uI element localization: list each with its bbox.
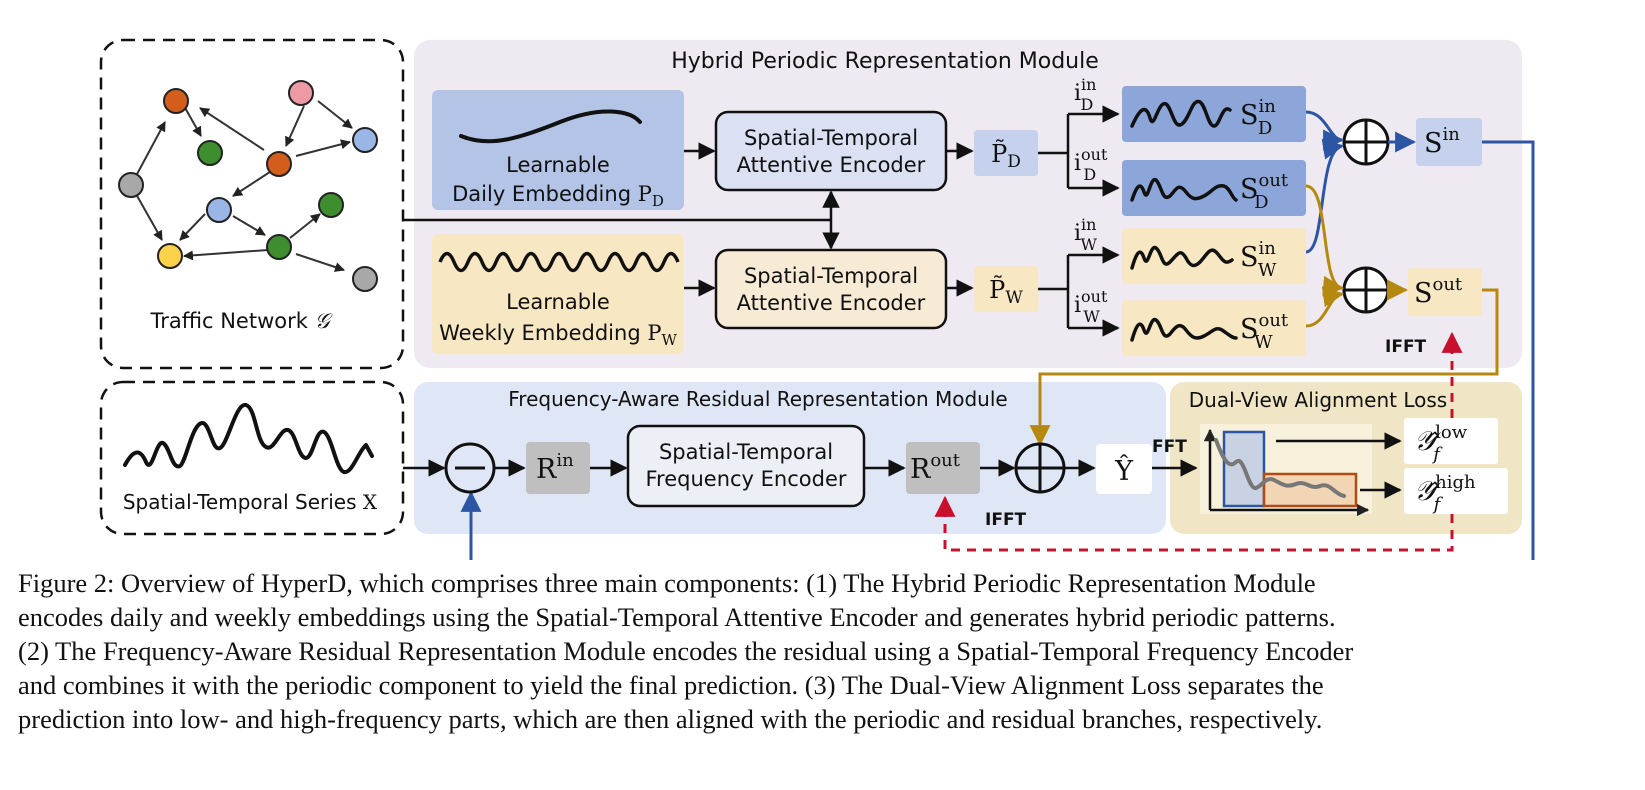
high-freq-highlight	[1262, 472, 1358, 508]
node-gray-left	[118, 172, 144, 198]
node-gray-right	[352, 266, 378, 292]
node-orange-top	[163, 88, 189, 114]
r-in-label: Rin	[536, 450, 574, 485]
attentive-encoder-daily-line1: Spatial-Temporal	[744, 126, 918, 150]
series-waveform	[123, 403, 374, 474]
s-in-box	[1416, 118, 1482, 166]
series-label: Spatial-Temporal Series X	[123, 490, 378, 514]
p-tilde-daily-box	[974, 130, 1038, 176]
attentive-encoder-weekly	[714, 248, 948, 330]
y-hat-box	[1096, 444, 1152, 494]
weekly-embedding-line2: Weekly Embedding PW	[439, 321, 677, 349]
alignment-high-dash	[934, 495, 1454, 552]
traffic-network-graph	[135, 100, 353, 272]
minus-operator	[444, 442, 496, 494]
attentive-encoder-daily-line2: Attentive Encoder	[737, 153, 926, 177]
weekly-embedding-wave	[438, 251, 680, 273]
traffic-network-nodes	[118, 80, 378, 292]
ifft-bottom-label: IFFT	[985, 510, 1027, 530]
node-pink	[288, 80, 314, 106]
figure-caption: Figure 2: Overview of HyperD, which comp…	[18, 566, 1623, 736]
s-out-box	[1408, 268, 1482, 316]
node-yellow	[157, 243, 183, 269]
caption-line-4: and combines it with the periodic compon…	[18, 670, 1324, 700]
caption-line-3: (2) The Frequency-Aware Residual Represe…	[18, 636, 1354, 666]
plus-in-operator	[1342, 118, 1390, 166]
p-tilde-weekly: P̃W	[989, 276, 1023, 308]
node-blue-right	[352, 127, 378, 153]
caption-line-1: Figure 2: Overview of HyperD, which comp…	[18, 568, 1316, 598]
dual-view-title: Dual-View Alignment Loss	[1189, 388, 1447, 412]
plus-final-operator	[1014, 442, 1066, 494]
caption-line-5: prediction into low- and high-frequency …	[18, 704, 1323, 734]
ifft-top-label: IFFT	[1385, 337, 1427, 357]
spectrum-curve	[1214, 438, 1346, 498]
r-in-box	[526, 442, 590, 494]
daily-embedding-line1: Learnable	[506, 153, 610, 177]
fft-label: FFT	[1152, 437, 1187, 457]
attentive-encoder-weekly-line1: Spatial-Temporal	[744, 264, 918, 288]
node-orange-center	[266, 151, 292, 177]
hyperd-overview-diagram: Hybrid Periodic Representation Module Fr…	[99, 38, 1535, 560]
s-in-label: Sin	[1424, 124, 1460, 159]
p-tilde-daily: P̃D	[991, 140, 1021, 172]
y-low-box	[1404, 418, 1498, 464]
daily-embedding-box	[432, 90, 684, 210]
y-hat-label: Ŷ	[1114, 454, 1134, 487]
caption-line-2: encodes daily and weekly embeddings usin…	[18, 602, 1336, 632]
frequency-encoder-line2: Frequency Encoder	[645, 467, 846, 491]
hybrid-module-title: Hybrid Periodic Representation Module	[671, 49, 1099, 74]
daily-embedding-curve	[459, 109, 642, 144]
daily-embedding-line2: Daily Embedding PD	[452, 182, 664, 210]
r-out-label: Rout	[910, 450, 961, 485]
weekly-embedding-line1: Learnable	[506, 290, 610, 314]
frequency-encoder-line1: Spatial-Temporal	[659, 440, 833, 464]
r-out-box	[906, 442, 980, 494]
series-frame	[99, 380, 405, 536]
node-green-right	[318, 192, 344, 218]
s-out-label: Sout	[1414, 274, 1463, 309]
attentive-encoder-daily	[714, 110, 948, 192]
plus-out-operator	[1342, 266, 1390, 314]
p-tilde-weekly-box	[974, 266, 1038, 312]
node-green-bottom	[266, 234, 292, 260]
frequency-encoder-box	[626, 424, 866, 508]
y-high-box	[1404, 468, 1508, 514]
node-blue-center	[206, 197, 232, 223]
freq-module-title: Frequency-Aware Residual Representation …	[508, 387, 1007, 411]
attentive-encoder-weekly-line2: Attentive Encoder	[737, 291, 926, 315]
traffic-network-label: Traffic Network 𝒢	[149, 309, 332, 333]
node-green-left	[197, 140, 223, 166]
traffic-network-frame	[99, 38, 405, 370]
